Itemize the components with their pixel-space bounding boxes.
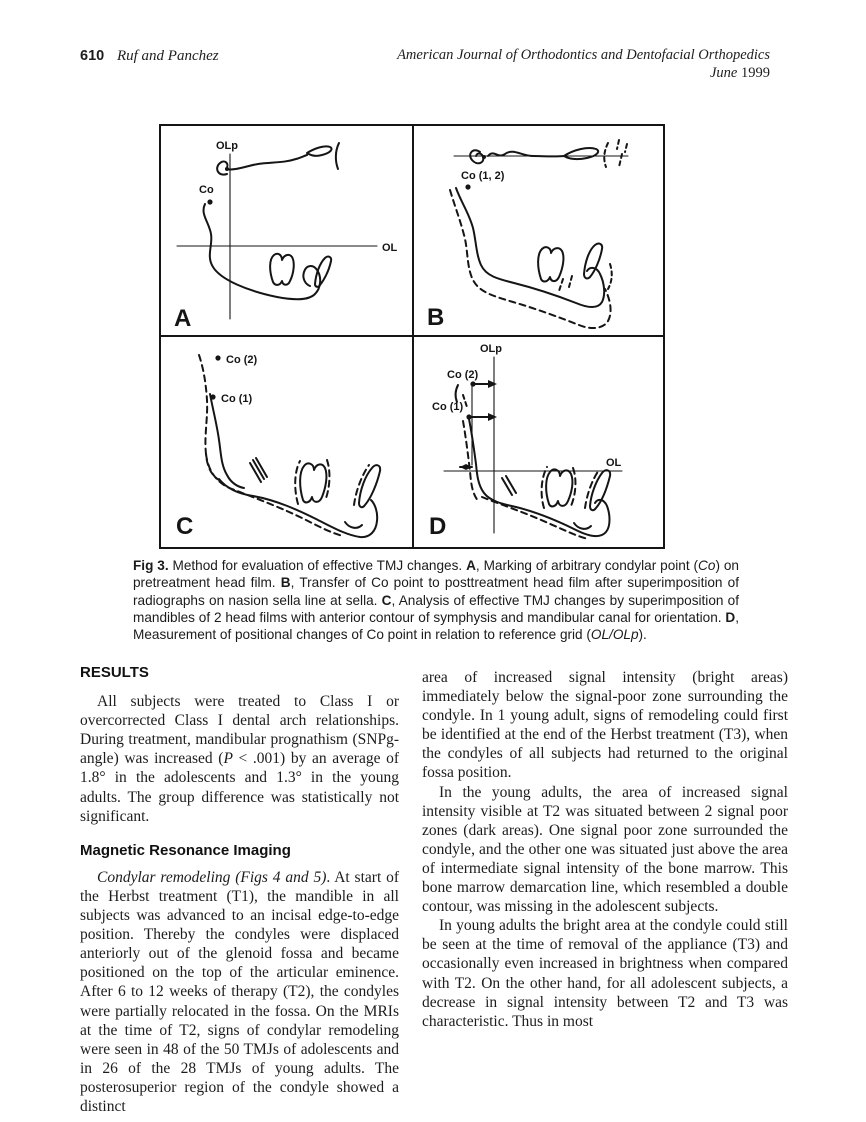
mandible-tracing-d-dashed — [454, 384, 600, 540]
mandible-tracing-b-solid — [455, 187, 606, 308]
olp-label-a: OLp — [216, 140, 238, 152]
caption-text: , Transfer of Co point to posttreatment … — [133, 575, 740, 608]
measurement-arrows-d — [459, 380, 497, 470]
co1-label-d: Co (1) — [432, 401, 464, 413]
co1-point-c — [210, 394, 216, 400]
caption-grid-italic: OL/OLp — [590, 627, 639, 643]
figure-panel-c: Co (2) Co (1) C — [161, 337, 414, 547]
figure-panel-d: OLp Co (2) Co (1) OL D — [414, 337, 663, 547]
caption-letter-c: C — [381, 592, 392, 608]
panel-letter-c: C — [176, 513, 193, 540]
panel-letter-b: B — [427, 304, 444, 331]
mandible-tracing-c-dashed — [198, 354, 370, 537]
caption-co-italic: Co — [698, 558, 716, 573]
panel-b-drawing: Co (1, 2) B — [427, 139, 629, 331]
mandibular-canal-mark-c — [249, 457, 268, 483]
caption-text: Method for evaluation of effective TMJ c… — [168, 558, 467, 573]
journal-title: American Journal of Orthodontics and Den… — [397, 47, 770, 63]
panel-d-drawing: OLp Co (2) Co (1) OL D — [429, 343, 623, 540]
olp-label-d: OLp — [480, 343, 502, 355]
condylar-remodeling-italic: Condylar remodeling (Figs 4 and 5) — [97, 868, 327, 886]
running-authors: Ruf and Panchez — [116, 48, 219, 64]
caption-text: , Measurement of positional changes of C… — [133, 609, 739, 643]
results-paragraph: All subjects were treated to Class I or … — [80, 692, 399, 826]
reference-lines-a — [176, 153, 378, 320]
mri-paragraph: Condylar remodeling (Figs 4 and 5). At s… — [80, 868, 399, 1116]
left-column: RESULTS All subjects were treated to Cla… — [80, 663, 399, 1116]
caption-text: , Marking of arbitrary condylar point ( — [475, 558, 699, 573]
issue-month: June — [710, 64, 738, 81]
co1-point-d — [466, 414, 472, 420]
caption-text: ). — [638, 627, 647, 643]
p-italic: P — [223, 750, 233, 768]
right-paragraph-3: In young adults the bright area at the c… — [422, 917, 788, 1030]
caption-text: ) on pretreatment head film. — [133, 558, 739, 591]
right-paragraph-2: In the young adults, the area of increas… — [422, 783, 788, 916]
co2-point-c — [215, 355, 221, 361]
cranial-base-tracing-a — [216, 142, 340, 176]
right-paragraph-1: area of increased signal intensity (brig… — [422, 669, 788, 782]
panel-a-drawing: OLp Co OL A — [174, 140, 398, 332]
issue-year: 1999 — [741, 64, 770, 81]
mri-heading: Magnetic Resonance Imaging — [80, 841, 291, 859]
cranial-base-tracing-b — [469, 139, 628, 168]
caption-text: , Analysis of effective TMJ changes by s… — [133, 592, 739, 625]
page-number: 610 — [80, 48, 105, 64]
mandibular-canal-mark-d — [501, 475, 517, 496]
right-column: area of increased signal intensity (brig… — [422, 668, 788, 1031]
caption-letter-a: A — [466, 558, 476, 573]
results-heading: RESULTS — [80, 664, 149, 681]
co-label-a: Co — [199, 184, 214, 196]
co-point-b — [465, 184, 471, 190]
mandible-tracing-c-solid — [209, 393, 382, 539]
figure-3: OLp Co OL A — [159, 124, 665, 549]
running-header-right: American Journal of Orthodontics and Den… — [397, 47, 770, 82]
co1-label-c: Co (1) — [221, 393, 253, 405]
co-point-a — [207, 199, 213, 205]
panel-letter-a: A — [174, 305, 191, 332]
results-text: < .001) by an average of 1.8° in the ado… — [80, 750, 399, 825]
co-label-b: Co (1, 2) — [461, 170, 505, 182]
results-text: All subjects were treated to Class I or … — [80, 693, 399, 768]
figure-grid: OLp Co OL A — [161, 126, 663, 547]
figure-panel-a: OLp Co OL A — [161, 126, 414, 337]
co2-label-d: Co (2) — [447, 369, 479, 381]
figure-panel-b: Co (1, 2) B — [414, 126, 663, 337]
co2-point-d — [470, 381, 476, 387]
reference-lines-d — [443, 356, 623, 534]
ol-label-a: OL — [382, 242, 398, 254]
mandible-tracing-d-solid — [468, 418, 612, 538]
panel-c-drawing: Co (2) Co (1) C — [176, 354, 382, 540]
mandible-tracing-b-dashed — [449, 189, 613, 330]
ol-label-d: OL — [606, 457, 622, 469]
caption-letter-b: B — [280, 575, 291, 591]
panel-letter-d: D — [429, 513, 446, 540]
mandible-tracing-a — [202, 203, 333, 301]
caption-letter-d: D — [725, 609, 736, 625]
running-header-left: 610 Ruf and Panchez — [80, 48, 219, 65]
caption-fig-label: Fig 3. — [133, 558, 169, 573]
mri-text: . At start of the Herbst treatment (T1),… — [80, 868, 399, 1115]
figure-caption: Fig 3. Method for evaluation of effectiv… — [133, 557, 739, 643]
co2-label-c: Co (2) — [226, 354, 258, 366]
